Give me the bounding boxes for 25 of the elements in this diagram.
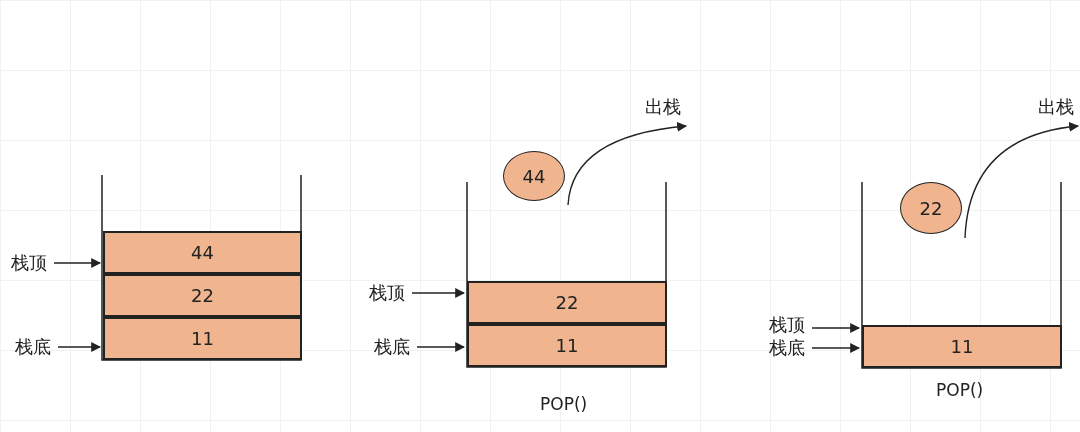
popped-element-circle: 22 bbox=[900, 182, 962, 234]
popped-element-circle: 44 bbox=[503, 151, 565, 201]
action-label: 出栈 bbox=[638, 94, 688, 120]
stack-element-box: 22 bbox=[103, 274, 302, 317]
arrow bbox=[964, 122, 1079, 239]
operation-label: POP() bbox=[540, 394, 588, 414]
stack-element-box: 11 bbox=[467, 324, 667, 367]
stack-element-box: 22 bbox=[467, 281, 667, 324]
pointer-label: 栈顶 bbox=[364, 280, 410, 306]
arrow bbox=[416, 342, 465, 352]
pointer-label: 栈顶 bbox=[764, 313, 810, 337]
arrow bbox=[411, 288, 465, 298]
arrow bbox=[567, 122, 687, 206]
pointer-label: 栈底 bbox=[764, 336, 810, 360]
pointer-label: 栈底 bbox=[10, 334, 56, 360]
stack-element-box: 44 bbox=[103, 231, 302, 274]
arrow bbox=[57, 342, 101, 352]
pointer-label: 栈顶 bbox=[6, 250, 52, 276]
stack-element-box: 11 bbox=[103, 317, 302, 360]
pointer-label: 栈底 bbox=[369, 334, 415, 360]
arrow bbox=[53, 258, 101, 268]
arrow bbox=[811, 343, 860, 353]
action-label: 出栈 bbox=[1032, 94, 1080, 120]
stack-element-box: 11 bbox=[862, 325, 1062, 368]
arrow bbox=[811, 323, 860, 333]
